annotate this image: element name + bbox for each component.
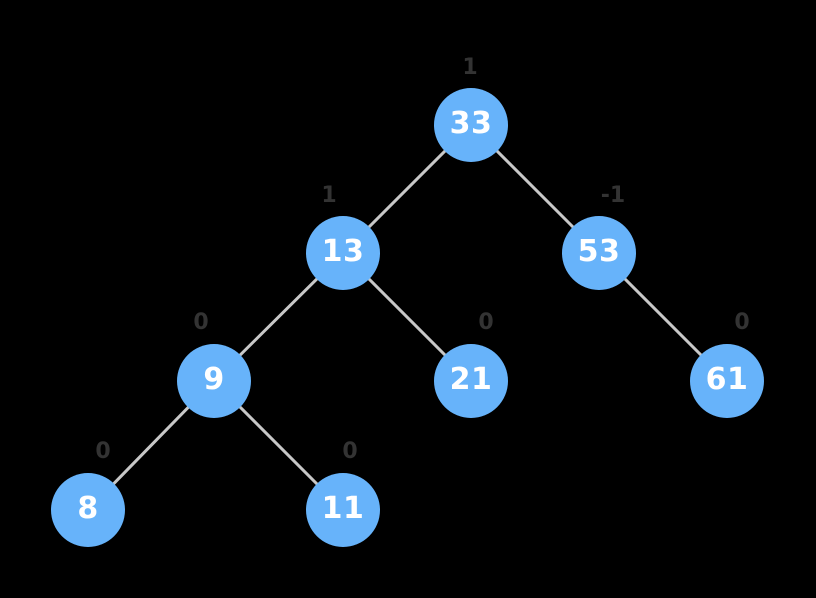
node-value: 53	[577, 234, 621, 269]
balance-factor-53: -1	[600, 183, 626, 208]
tree-node-9[interactable]: 9	[177, 344, 251, 418]
tree-node-21[interactable]: 21	[434, 344, 508, 418]
balance-factor-8: 0	[95, 439, 111, 464]
tree-node-13[interactable]: 13	[306, 216, 380, 290]
node-value: 9	[203, 362, 225, 397]
balance-factor-13: 1	[321, 183, 337, 208]
node-value: 11	[321, 491, 365, 526]
tree-node-11[interactable]: 11	[306, 473, 380, 547]
node-value: 13	[321, 234, 365, 269]
balance-factor-9: 0	[193, 310, 209, 335]
tree-node-53[interactable]: 53	[562, 216, 636, 290]
node-value: 21	[449, 362, 493, 397]
tree-node-8[interactable]: 8	[51, 473, 125, 547]
tree-node-33[interactable]: 33	[434, 88, 508, 162]
node-value: 61	[705, 362, 749, 397]
balance-factor-61: 0	[734, 310, 750, 335]
node-value: 8	[77, 491, 99, 526]
tree-node-61[interactable]: 61	[690, 344, 764, 418]
node-value: 33	[449, 106, 493, 141]
balance-factor-33: 1	[462, 55, 478, 80]
balance-factor-11: 0	[342, 439, 358, 464]
balance-factor-21: 0	[478, 310, 494, 335]
